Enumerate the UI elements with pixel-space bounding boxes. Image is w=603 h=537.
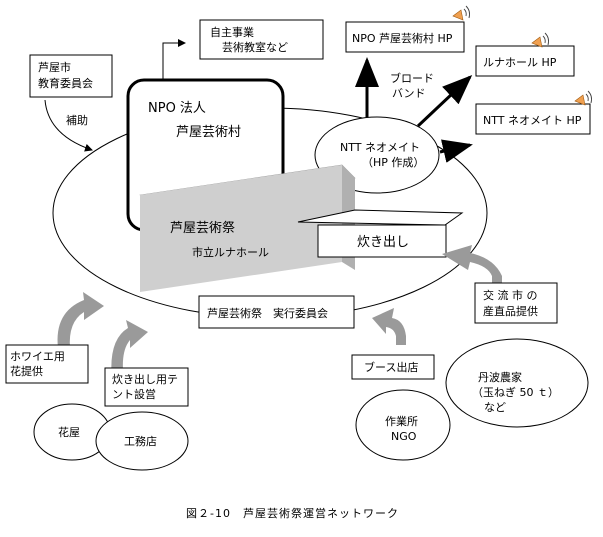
- kyoiku-label-2: 教育委員会: [38, 76, 93, 90]
- festival-label-2: 市立ルナホール: [192, 245, 269, 259]
- antenna-icon: [531, 32, 550, 48]
- flower-supply-label-1: ホワイエ用: [10, 350, 65, 363]
- sagyosho-label-1: 作業所: [385, 415, 418, 428]
- arrow-to-luna-hp: [416, 74, 473, 128]
- ntt-hp-label: NTT ネオメイト HP: [483, 114, 582, 127]
- arrow-to-ntt-hp: [439, 139, 473, 163]
- jishu-box: [199, 19, 324, 60]
- npo-hp-box: [345, 21, 465, 53]
- kyoiku-box: [29, 54, 113, 98]
- jishu-label-1: 自主事業: [210, 26, 254, 39]
- tamba-label-3: など: [484, 401, 506, 414]
- koryu-supply-arrow: [442, 245, 502, 284]
- flower-supply-arrow: [57, 292, 104, 348]
- npo-label-2: 芦屋芸術村: [176, 124, 241, 140]
- sagyosho-label-2: NGO: [391, 430, 417, 443]
- tent-box: [104, 367, 189, 407]
- kyoiku-label-1: 芦屋市: [38, 60, 71, 74]
- booth-box: [351, 354, 435, 380]
- booth-label: ブース出店: [364, 360, 418, 374]
- broadband-label-2: バンド: [392, 87, 426, 100]
- komuten-ellipse: [95, 411, 189, 471]
- festival-box-front: [140, 165, 342, 292]
- tamba-ellipse: [445, 338, 589, 428]
- npo-hp-label: NPO 芦屋芸術村 HP: [352, 31, 453, 45]
- npo-to-jishu-arrow: [162, 39, 186, 80]
- takidashi-box: [317, 224, 447, 258]
- koryu-label-2: 産直品提供: [483, 304, 538, 318]
- antenna-icon: [452, 5, 471, 21]
- jishu-label-2: 芸術教室など: [222, 40, 288, 54]
- jikko-box: [198, 295, 355, 329]
- tent-roof: [297, 209, 464, 226]
- komuten-label: 工務店: [124, 434, 157, 448]
- tamba-label-1: 丹波農家: [478, 370, 522, 384]
- tent-supply-arrow: [111, 320, 148, 380]
- flower-supply-label-2: 花提供: [10, 364, 43, 378]
- luna-hp-label: ルナホール HP: [483, 56, 557, 69]
- luna-hp-box: [475, 45, 575, 77]
- jikko-label: 芦屋芸術祭 実行委員会: [207, 306, 328, 320]
- koryu-label-1: 交 流 市 の: [483, 288, 538, 302]
- broadband-label-1: ブロード: [390, 71, 434, 85]
- ntt-label-2: （HP 作成）: [362, 156, 424, 169]
- hanaya-label: 花屋: [58, 426, 80, 439]
- koryu-box: [474, 282, 558, 324]
- takidashi-label: 炊き出し: [357, 235, 409, 250]
- npo-label-1: NPO 法人: [148, 101, 206, 116]
- figure-caption: 図２-10 芦屋芸術祭運営ネットワーク: [186, 506, 399, 520]
- hojo-label: 補助: [66, 113, 88, 127]
- flower-supply-box: [5, 344, 89, 384]
- hojo-arrow: [44, 99, 93, 152]
- booth-arrow: [372, 308, 406, 345]
- tent-label-2: ント設営: [112, 387, 156, 401]
- antenna-icon: [574, 90, 593, 106]
- festival-label-1: 芦屋芸術祭: [170, 220, 235, 236]
- tamba-label-2: （玉ねぎ 50 ｔ）: [472, 385, 559, 399]
- ntt-label-1: NTT ネオメイト: [340, 141, 420, 154]
- tent-label-1: 炊き出し用テ: [112, 372, 178, 386]
- sagyosho-ellipse: [355, 389, 451, 461]
- ntt-hp-box: [475, 103, 591, 135]
